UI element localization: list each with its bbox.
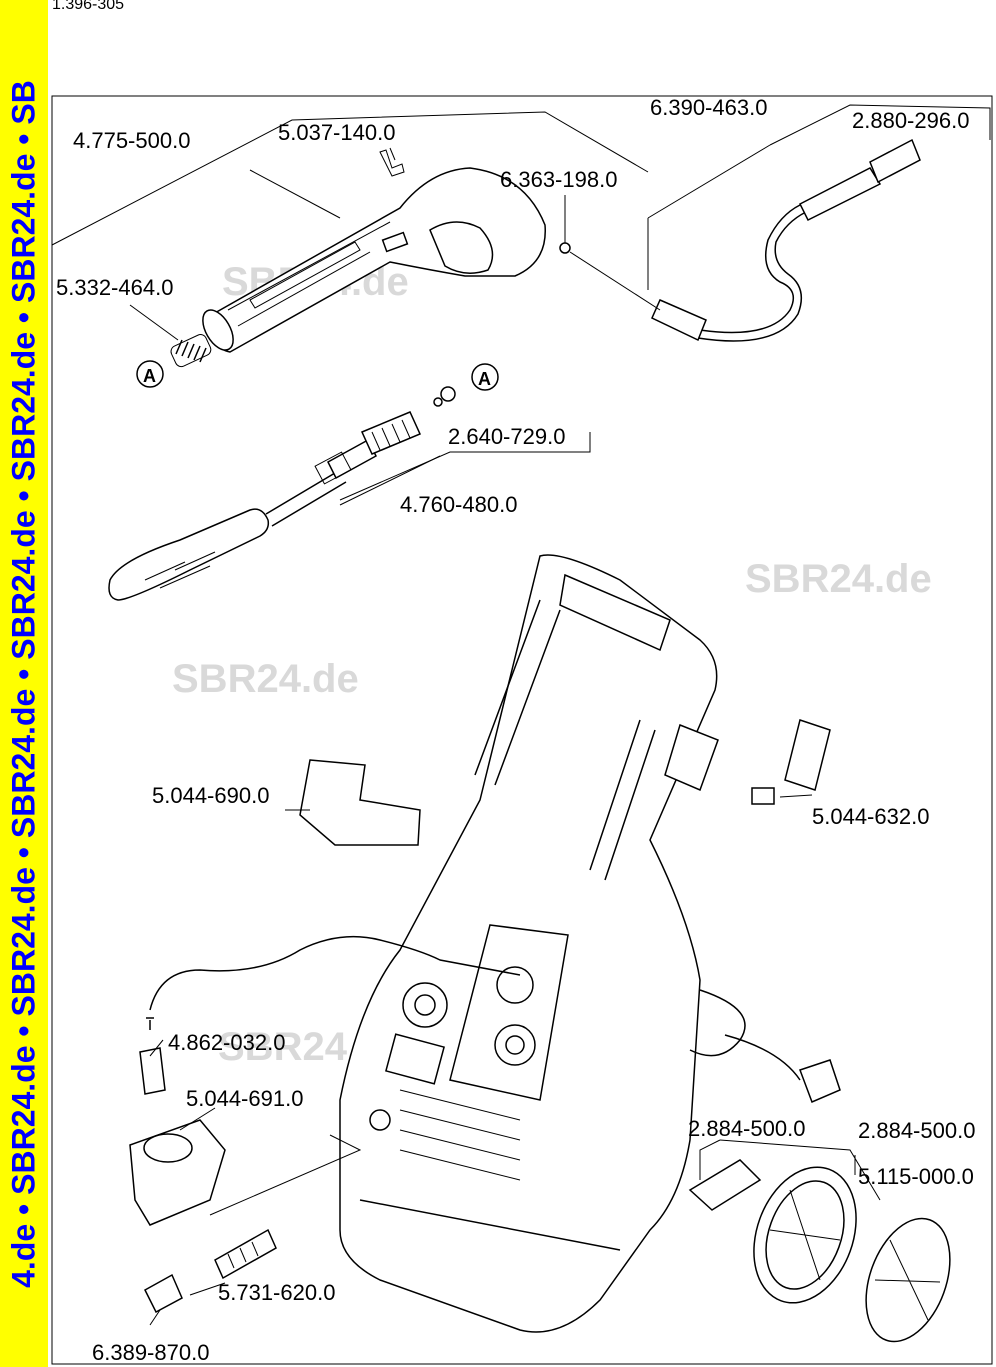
label-5-731-620-0: 5.731-620.0	[218, 1280, 335, 1305]
power-cable	[689, 989, 801, 1081]
water-filter-part	[214, 1228, 277, 1280]
label-5-037-140-0: 5.037-140.0	[278, 120, 395, 145]
wheel-part	[753, 1166, 857, 1304]
hub-cap-part	[865, 1217, 951, 1343]
label-5-044-690-0: 5.044-690.0	[152, 783, 269, 808]
water-coupling-part	[144, 1273, 183, 1314]
label-5-332-464-0: 5.332-464.0	[56, 275, 173, 300]
svg-text:A: A	[143, 366, 156, 386]
hose-end	[146, 1017, 154, 1030]
water-filter-grid	[227, 1241, 259, 1269]
watermark-2: SBR24.de	[745, 557, 932, 601]
label-4-862-032-0: 4.862-032.0	[168, 1030, 285, 1055]
label-6-389-870-0: 6.389-870.0	[92, 1340, 209, 1365]
label-5-044-632-0: 5.044-632.0	[812, 804, 929, 829]
diagram-frame	[51, 95, 993, 1365]
spray-lance	[108, 386, 456, 601]
accessory-holder-part	[129, 1119, 226, 1226]
callout-a-right: A	[471, 363, 499, 391]
document-id: 1.396-305	[52, 0, 125, 13]
suction-filter-part	[139, 1047, 166, 1095]
spray-gun-housing	[202, 149, 546, 353]
label-4-760-480-0: 4.760-480.0	[400, 492, 517, 517]
callout-a-left: A	[136, 360, 164, 388]
wheel-axle-bracket	[688, 1159, 762, 1211]
label-2-884-500-0-b: 2.884-500.0	[858, 1118, 975, 1143]
label-5-044-691-0: 5.044-691.0	[186, 1086, 303, 1111]
leader-lines	[51, 104, 991, 1326]
hub-cap-spokes	[874, 1239, 941, 1321]
gun-holder-part	[664, 719, 831, 805]
label-5-115-000-0: 5.115-000.0	[858, 1164, 974, 1189]
high-pressure-hose	[651, 138, 921, 342]
label-2-640-729-0: 2.640-729.0	[448, 424, 565, 449]
label-2-880-296-0: 2.880-296.0	[852, 108, 969, 133]
detergent-hose	[149, 935, 521, 1011]
power-plug	[799, 1059, 841, 1103]
label-6-363-198-0: 6.363-198.0	[500, 167, 617, 192]
watermark-3: SBR24.de	[172, 657, 359, 701]
svg-text:A: A	[478, 369, 491, 389]
o-ring-part	[559, 242, 571, 254]
pressure-washer-body	[339, 554, 718, 1333]
hose-holder-part	[299, 759, 421, 846]
sbr24-watermark-strip: 4.de • SBR24.de • SBR24.de • SBR24.de • …	[0, 0, 48, 1367]
label-4-775-500-0: 4.775-500.0	[73, 128, 190, 153]
spring-part	[170, 334, 212, 368]
label-2-884-500-0-a: 2.884-500.0	[688, 1116, 805, 1141]
label-6-390-463-0: 6.390-463.0	[650, 95, 767, 120]
